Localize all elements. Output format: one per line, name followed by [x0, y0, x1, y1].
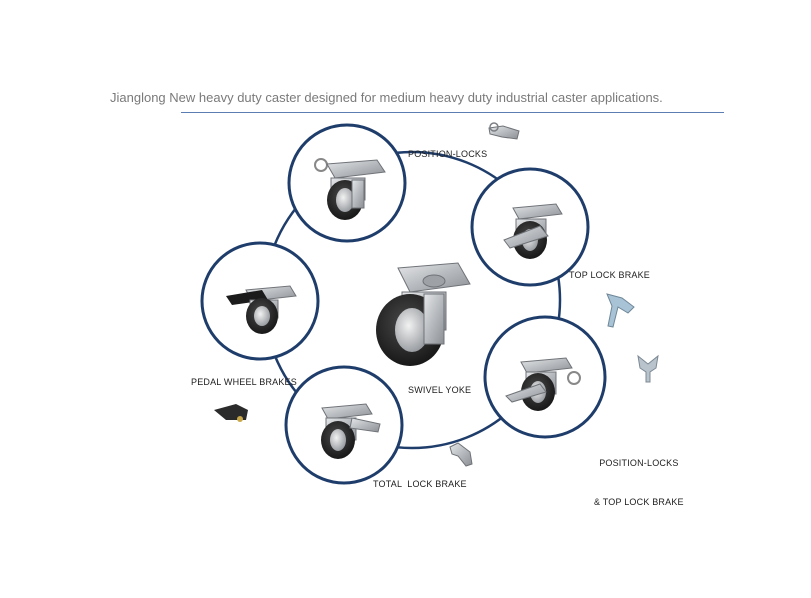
label-swivel-yoke: SWIVEL YOKE — [408, 385, 472, 395]
title-divider — [181, 112, 724, 113]
caster-swivel-yoke-icon — [376, 262, 471, 366]
caster-top-lock-brake-icon — [470, 167, 590, 287]
position-lock-part-icon — [488, 122, 520, 140]
label-position-locks-top-lock-brake: POSITION-LOCKS & TOP LOCK BRAKE — [594, 431, 684, 522]
caster-position-lock-icon — [287, 123, 407, 243]
caster-pedal-brake-icon — [200, 241, 320, 361]
wing-nut-part-icon — [637, 354, 659, 383]
label-line-1: POSITION-LOCKS — [599, 458, 679, 468]
label-top-lock-brake: TOP LOCK BRAKE — [569, 270, 650, 280]
top-lock-brake-part-icon — [606, 293, 635, 328]
label-total-lock-brake: TOTAL LOCK BRAKE — [373, 479, 467, 489]
page-title: Jianglong New heavy duty caster designed… — [110, 90, 663, 105]
pedal-brake-part-icon — [214, 404, 248, 422]
label-line-2: & TOP LOCK BRAKE — [594, 497, 684, 507]
caster-combo-lock-icon — [483, 315, 607, 439]
total-lock-part-icon — [449, 442, 473, 467]
caster-total-lock-icon — [284, 365, 404, 485]
label-position-locks: POSITION-LOCKS — [408, 149, 488, 159]
label-pedal-wheel-brakes: PEDAL WHEEL BRAKES — [191, 377, 297, 387]
